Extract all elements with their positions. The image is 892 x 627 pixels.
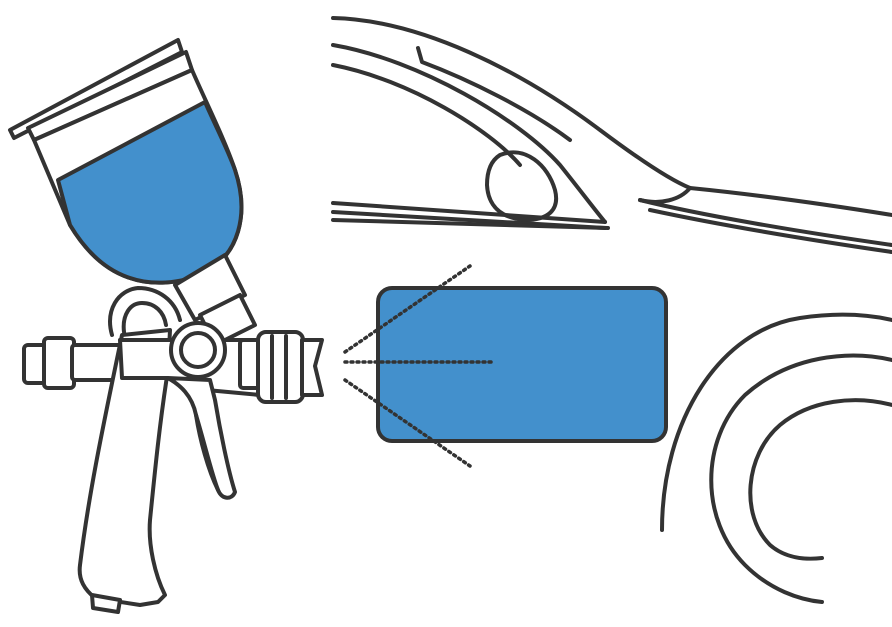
car-body-crease-lower: [638, 198, 892, 247]
spray-gun-hook: [108, 286, 182, 337]
spray-line-bottom: [343, 378, 472, 468]
car-window-frame-top: [331, 43, 607, 224]
tire-outer: [709, 353, 892, 604]
spray-gun-nozzle-tip: [300, 338, 324, 397]
car-body-crease-lower-2: [648, 208, 892, 254]
spray-gun-trigger-front: [194, 413, 220, 492]
spray-gun-handle[interactable]: [77, 328, 172, 607]
paint-patch: [376, 286, 668, 443]
spray-gun-nozzle-cap: [256, 330, 305, 404]
spray-line-top: [343, 264, 472, 354]
car-roof-line: [331, 16, 692, 190]
spray-gun-fitting-inner: [179, 331, 217, 369]
wheel-arch-outer: [660, 312, 892, 532]
spray-gun: [8, 38, 324, 614]
car-trim-line: [416, 46, 572, 142]
tire-inner: [748, 398, 892, 561]
spray-gun-handle-base: [90, 593, 122, 614]
spray-gun-rear-knob-cap: [42, 336, 76, 390]
spray-pattern: [343, 264, 497, 468]
side-mirror: [485, 150, 559, 222]
car-window-sill: [331, 201, 607, 224]
car-hood-line: [688, 186, 892, 217]
car-window-sill-bottom: [331, 218, 610, 230]
car-outline: [331, 16, 892, 604]
spray-gun-hook-inner: [121, 301, 168, 334]
car-window-frame-inner: [331, 63, 522, 167]
